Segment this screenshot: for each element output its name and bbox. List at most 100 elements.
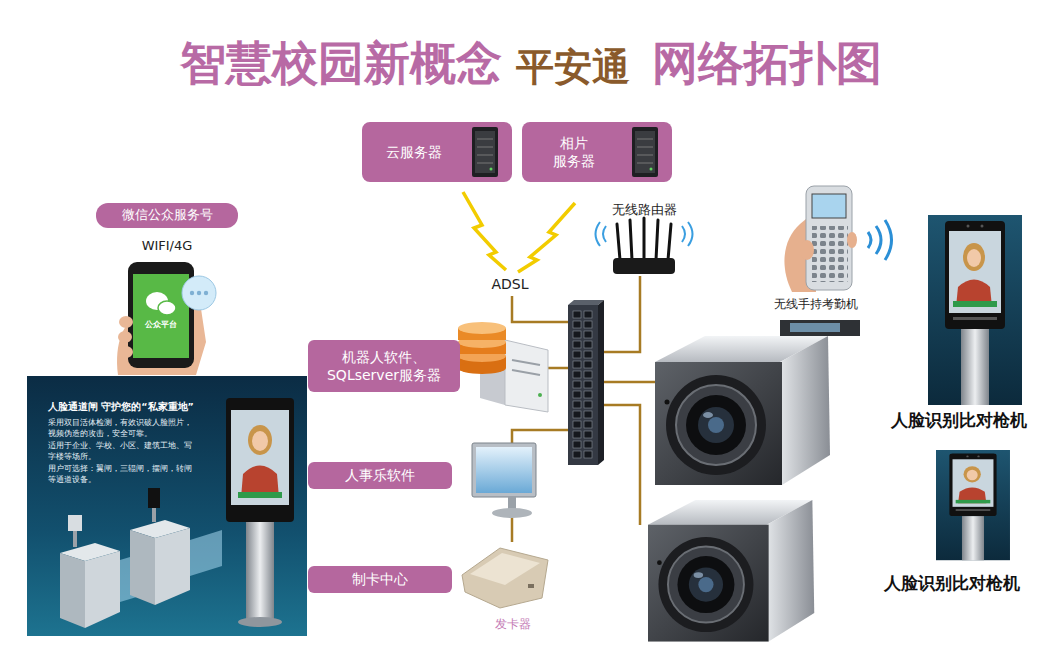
computer-monitor: [472, 443, 536, 518]
server-label-box: 相片 服务器: [522, 122, 672, 182]
wireless-router-part-part: [682, 226, 685, 242]
diagram-title: 智慧校园新概念: [180, 36, 502, 91]
topology-illustration-part: [655, 336, 830, 485]
handheld-attendance-part: [868, 220, 892, 260]
network-switch-part: [572, 310, 594, 460]
node-text: 相片 服务器: [552, 134, 597, 170]
wireless-router-part: [617, 218, 671, 260]
server-icon: [472, 127, 498, 177]
mobile-phone-part: [118, 331, 132, 343]
topology-illustration-part: [648, 500, 814, 642]
gate-panel-part: [27, 376, 307, 636]
network-switch-part: [568, 300, 604, 305]
topology-illustration-part: [928, 215, 1022, 405]
handheld-attendance-part-part: [876, 226, 881, 254]
handheld-attendance-part: [812, 194, 846, 218]
mobile-phone: [117, 262, 216, 375]
device-label: 人脸识别比对枪机: [884, 410, 1034, 430]
node-text: 制卡中心: [352, 570, 408, 588]
panel-text: 适用于企业、学校、小区、建筑工地、写字楼等场所。: [48, 441, 198, 463]
node-text: 人事乐软件: [345, 466, 415, 484]
adsl-lightning-part: [518, 203, 575, 272]
gate-panel-part: [238, 492, 282, 498]
network-switch: [568, 300, 604, 465]
gate-panel-part: [248, 425, 272, 455]
gate-panel-part: [252, 431, 268, 451]
handheld-attendance-part: [812, 226, 848, 282]
gate-panel-part: [155, 528, 190, 605]
handheld-attendance: [780, 186, 892, 336]
adsl-lightning-part: [463, 192, 506, 270]
mobile-phone-part: [204, 291, 208, 295]
server-label-box: 云服务器: [362, 122, 512, 182]
title-part: 网络拓扑图: [652, 36, 882, 91]
mobile-phone-part: [182, 276, 216, 310]
gate-panel-part: [148, 488, 160, 508]
gate-panel: [27, 376, 307, 636]
mobile-phone-part: [190, 291, 194, 295]
wireless-router-part-part: [688, 222, 693, 246]
gate-panel-part: [231, 410, 289, 505]
gate-panel-part: [130, 530, 155, 605]
card-issuer: [462, 548, 548, 608]
network-cable-part: [512, 430, 568, 443]
computer-monitor-part: [508, 497, 516, 509]
wireless-router-part-part: [668, 224, 671, 260]
panel-text: 采用双目活体检测，有效识破人脸照片，视频伪造的攻击，安全可靠。: [48, 418, 198, 440]
network-cable-part: [598, 405, 640, 525]
gate-panel-part: [226, 398, 294, 522]
wireless-router-part-part: [656, 220, 658, 260]
device-label: ADSL: [478, 276, 542, 293]
database-server-part: [512, 360, 540, 365]
mobile-phone-part: [128, 262, 194, 368]
wireless-router-part: [596, 222, 693, 246]
database-server-part: [512, 370, 540, 375]
handheld-attendance-part-part: [885, 220, 892, 260]
gate-panel-part: [73, 531, 77, 547]
network-cable-part: [598, 381, 655, 384]
handheld-attendance-part: [790, 323, 840, 332]
server-label-box: 机器人软件、 SQLserver服务器: [308, 340, 460, 392]
mobile-phone-part: [158, 301, 176, 315]
wireless-router-part-part: [596, 222, 601, 246]
network-cable-part: [548, 367, 568, 370]
handheld-attendance-part: [780, 320, 860, 336]
handheld-attendance-part: [847, 232, 857, 248]
gate-panel-part: [152, 508, 156, 522]
node-text: 机器人软件、 SQLserver服务器: [314, 348, 454, 384]
topology-illustration-part: [936, 450, 1010, 560]
card-issuer-part: [462, 548, 548, 608]
gate-panel-part: [85, 551, 120, 628]
device-label: 公众平台: [134, 320, 188, 330]
network-switch-part: [598, 300, 604, 465]
title-part: 平安通: [516, 44, 630, 90]
network-cable-part: [511, 518, 514, 542]
wireless-router-part-part: [630, 220, 632, 260]
node-text: 微信公众服务号: [122, 207, 213, 224]
panel-text: 人脸通道闸 守护您的“私家重地”: [48, 401, 218, 412]
server-label-box: 微信公众服务号: [96, 203, 238, 228]
handheld-attendance-part: [800, 240, 814, 260]
database-server: [458, 322, 548, 412]
database-server-part: [458, 362, 506, 374]
device-label: 无线路由器: [598, 202, 690, 218]
mobile-phone-part: [119, 316, 133, 328]
wireless-router: [596, 218, 693, 274]
device-label: 发卡器: [484, 617, 542, 631]
gate-panel-part: [190, 530, 222, 576]
node-text: 云服务器: [386, 143, 442, 161]
wireless-router-part-part: [617, 224, 620, 260]
gate-panel-part: [246, 522, 274, 622]
network-cable-part: [598, 276, 640, 352]
mobile-phone-part: [133, 274, 189, 358]
gate-panel-part: [68, 515, 82, 531]
device-label: WIFI/4G: [124, 238, 210, 254]
gate-panel-part: [60, 553, 85, 628]
server-icon: [632, 127, 658, 177]
network-cable-part: [512, 296, 568, 322]
database-server-part: [538, 393, 542, 397]
handheld-attendance-part: [806, 186, 852, 290]
wireless-router-part-part: [603, 226, 606, 242]
device-label: 人脸识别比对枪机: [876, 573, 1028, 593]
